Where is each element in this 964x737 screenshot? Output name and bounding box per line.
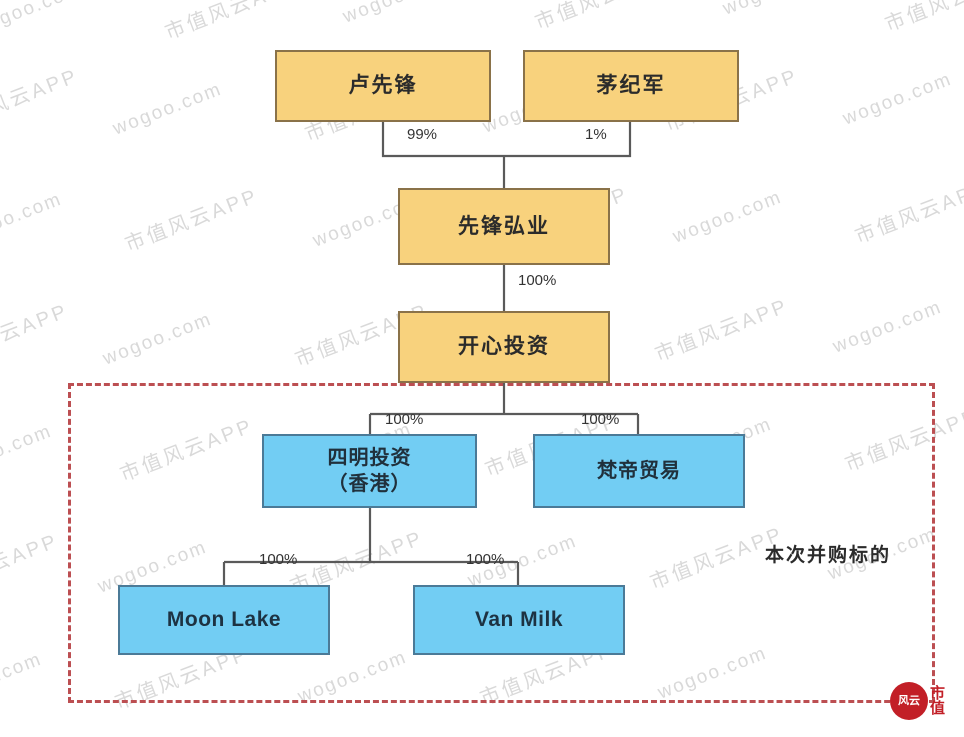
seal-char-2: 云 [909, 694, 920, 707]
edge-lu-mao-to-xianfenghy [381, 121, 632, 158]
edge-label-siming-to-vanmilk: 100% [466, 551, 505, 568]
acquisition-target-label: 本次并购标的 [765, 545, 892, 566]
seal-icon: 风云 [890, 682, 928, 720]
node-siming-touzi-hongkong[interactable]: 四明投资 （香港） [262, 434, 477, 508]
node-label: 先锋弘业 [458, 214, 550, 238]
edge-label-mao-to-xianfenghy: 1% [585, 126, 607, 143]
node-mao-jijun[interactable]: 茅纪军 [523, 50, 739, 122]
node-kaixin-touzi[interactable]: 开心投资 [398, 311, 610, 383]
node-sublabel: （香港） [327, 473, 412, 495]
node-label: 梵帝贸易 [597, 459, 681, 482]
brand-logo: 风云 市 值 [890, 671, 954, 731]
edge-label-kaixin-to-siming: 100% [385, 411, 424, 428]
edge-label-lu-to-xianfenghy: 99% [407, 126, 438, 143]
node-moon-lake[interactable]: Moon Lake [118, 585, 330, 655]
seal-char-1: 风 [898, 694, 909, 707]
node-lu-xianfeng[interactable]: 卢先锋 [275, 50, 491, 122]
node-label: Van Milk [474, 608, 564, 632]
node-label: 四明投资 [327, 446, 412, 469]
node-label: Moon Lake [166, 608, 282, 632]
wordmark-char-2: 值 [930, 700, 946, 717]
node-fandi-maoyi[interactable]: 梵帝贸易 [533, 434, 745, 508]
node-label: 卢先锋 [348, 74, 418, 98]
node-label: 开心投资 [458, 335, 550, 359]
edge-label-siming-to-moonlake: 100% [259, 551, 298, 568]
acquisition-target-region [68, 383, 935, 703]
edge-label-kaixin-to-fandi: 100% [581, 411, 620, 428]
wordmark-char-1: 市 [930, 684, 946, 702]
logo-wordmark: 市 值 [930, 684, 946, 717]
edge-label-xianfenghy-to-kaixin: 100% [518, 272, 557, 289]
node-label: 茅纪军 [596, 74, 666, 98]
node-van-milk[interactable]: Van Milk [413, 585, 625, 655]
node-xianfeng-hongye[interactable]: 先锋弘业 [398, 188, 610, 265]
